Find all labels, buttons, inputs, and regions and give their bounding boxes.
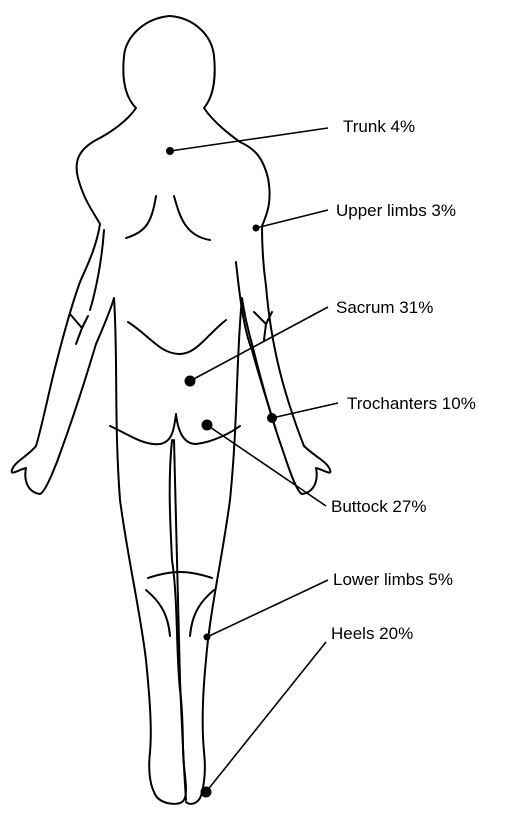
buttock-crease (110, 414, 240, 444)
leader-heels (206, 642, 326, 792)
inner-arm-left (90, 230, 104, 310)
label-upper-limbs: Upper limbs 3% (336, 201, 456, 220)
labels: Trunk 4% Upper limbs 3% Sacrum 31% Troch… (331, 117, 476, 643)
marker-lower-limbs (204, 634, 211, 641)
label-trunk: Trunk 4% (343, 117, 415, 136)
elbow-mark-right (254, 312, 272, 340)
label-sacrum: Sacrum 31% (336, 298, 433, 317)
label-trochanters: Trochanters 10% (347, 394, 476, 413)
leader-trochanters (272, 403, 338, 418)
label-lower-limbs: Lower limbs 5% (333, 570, 453, 589)
marker-buttock (202, 420, 213, 431)
leader-buttock (207, 425, 326, 506)
markers (166, 128, 338, 798)
marker-upper-limbs (253, 225, 260, 232)
marker-sacrum (185, 376, 196, 387)
label-buttock: Buttock 27% (331, 497, 426, 516)
lower-back (128, 320, 226, 354)
marker-trochanters (267, 413, 277, 423)
body-silhouette-left (12, 16, 186, 804)
marker-trunk (166, 147, 174, 155)
elbow-mark-left (70, 314, 88, 344)
marker-heels (201, 787, 212, 798)
leader-lower-limbs (207, 580, 328, 637)
label-heels: Heels 20% (331, 624, 413, 643)
knee-creases (146, 572, 214, 636)
shoulder-blades (126, 196, 210, 240)
